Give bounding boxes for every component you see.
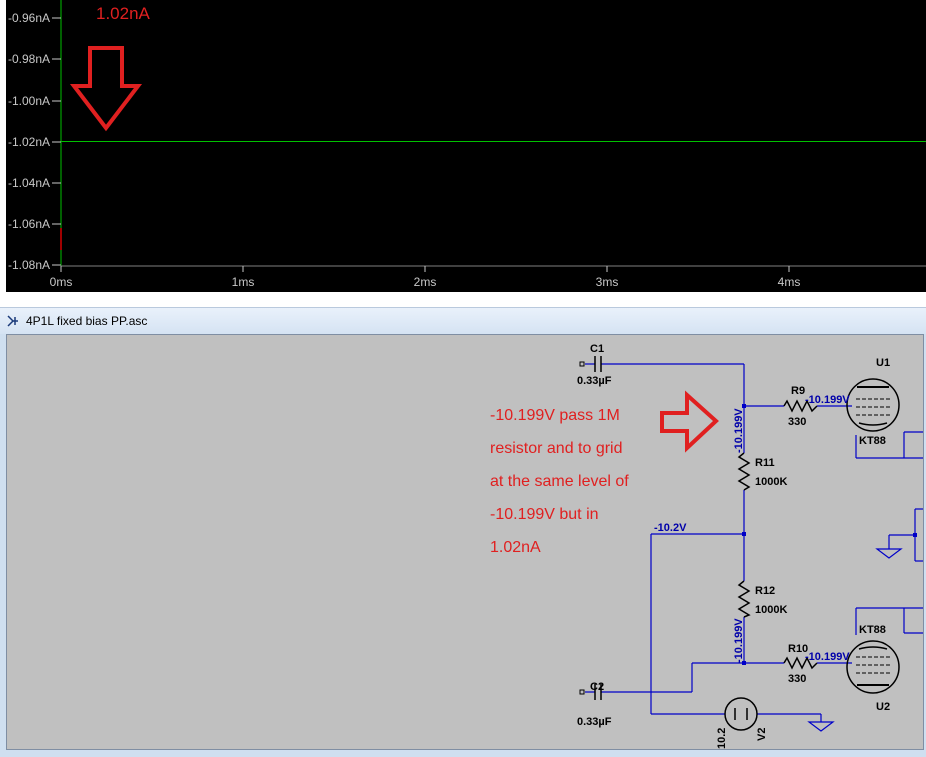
x-tick-label: 0ms [50, 275, 73, 289]
c1-value: 0.33µF [577, 375, 612, 387]
c2-name: C2 [590, 681, 604, 693]
u1-value: KT88 [859, 435, 886, 447]
annotation-line: -10.199V pass 1M [490, 407, 620, 424]
r11-name: R11 [755, 457, 775, 469]
annotation-line: 1.02nA [490, 539, 541, 556]
x-tick-label: 2ms [414, 275, 437, 289]
c2-value: 0.33µF [577, 716, 612, 728]
wires [585, 363, 923, 722]
x-tick-label: 3ms [596, 275, 619, 289]
u2-name: U2 [876, 701, 890, 713]
r12-name: R12 [755, 585, 775, 597]
annotation-line: resistor and to grid [490, 440, 623, 457]
node-label-grid-u1: -10.199V [805, 394, 850, 406]
u1-name: U1 [876, 357, 890, 369]
u2-value: KT88 [859, 624, 886, 636]
v2-value: 10.2 [716, 728, 728, 749]
junctions [742, 404, 917, 665]
y-tick-label: -1.06nA [8, 217, 50, 231]
r12-value: 1000K [755, 604, 787, 616]
v2-name: V2 [756, 728, 768, 741]
junction-dot [913, 533, 917, 537]
node-label-bias: -10.2V [654, 522, 687, 534]
c1-name: C1 [590, 343, 604, 355]
junction-dot [742, 532, 746, 536]
y-tick-label: -0.96nA [8, 11, 50, 25]
schematic-title: 4P1L fixed bias PP.asc [26, 314, 148, 328]
schematic-file-icon [7, 315, 18, 327]
capacitor-c2[interactable] [579, 684, 602, 700]
resistor-r10[interactable] [783, 656, 818, 670]
r9-name: R9 [791, 385, 805, 397]
pane-separator[interactable] [0, 292, 926, 300]
node-label-lower: -10.199V [733, 618, 745, 663]
r9-value: 330 [788, 416, 806, 428]
waveform-pane[interactable]: -0.96nA -0.98nA -1.00nA -1.02nA -1.04nA … [0, 0, 926, 292]
junction-dot [742, 404, 746, 408]
r10-value: 330 [788, 673, 806, 685]
y-tick-label: -1.04nA [8, 176, 50, 190]
waveform-svg: -0.96nA -0.98nA -1.00nA -1.02nA -1.04nA … [8, 0, 926, 289]
node-label-upper: -10.199V [733, 408, 745, 453]
y-tick-label: -1.00nA [8, 94, 50, 108]
schematic-svg: C1 0.33µF C2 0.33µF R9 330 R10 330 R11 1… [577, 343, 923, 749]
voltage-source-v2[interactable] [724, 697, 758, 731]
annotation-line: -10.199V but in [490, 506, 599, 523]
x-tick-group: 0ms 1ms 2ms 3ms 4ms [50, 266, 801, 289]
node-label-grid-u2: -10.199V [805, 651, 850, 663]
r11-value: 1000K [755, 476, 787, 488]
r10-name: R10 [788, 643, 808, 655]
resistor-r11[interactable] [737, 452, 751, 491]
y-tick-label: -0.98nA [8, 52, 50, 66]
annotation-line: at the same level of [490, 473, 629, 490]
ground-icon [875, 548, 903, 559]
schematic-frame: C1 0.33µF C2 0.33µF R9 330 R10 330 R11 1… [0, 334, 926, 757]
x-tick-label: 1ms [232, 275, 255, 289]
tube-u2[interactable] [846, 640, 900, 694]
resistor-r12[interactable] [737, 580, 751, 618]
y-tick-label: -1.02nA [8, 135, 50, 149]
x-tick-label: 4ms [778, 275, 801, 289]
resistor-r9[interactable] [783, 399, 818, 413]
marker-value-label: 1.02nA [96, 4, 151, 23]
waveform-plot-area[interactable] [6, 0, 926, 292]
y-tick-group: -0.96nA -0.98nA -1.00nA -1.02nA -1.04nA … [8, 11, 61, 272]
schematic-canvas[interactable]: C1 0.33µF C2 0.33µF R9 330 R10 330 R11 1… [6, 334, 924, 750]
tube-u1[interactable] [846, 378, 900, 432]
ground-icon [807, 721, 835, 732]
right-arrow-icon [660, 390, 719, 453]
schematic-titlebar[interactable]: 4P1L fixed bias PP.asc [0, 307, 926, 335]
capacitor-c1[interactable] [579, 356, 602, 372]
down-arrow-icon [69, 46, 143, 132]
y-tick-label: -1.08nA [8, 258, 50, 272]
junction-dot [742, 661, 746, 665]
